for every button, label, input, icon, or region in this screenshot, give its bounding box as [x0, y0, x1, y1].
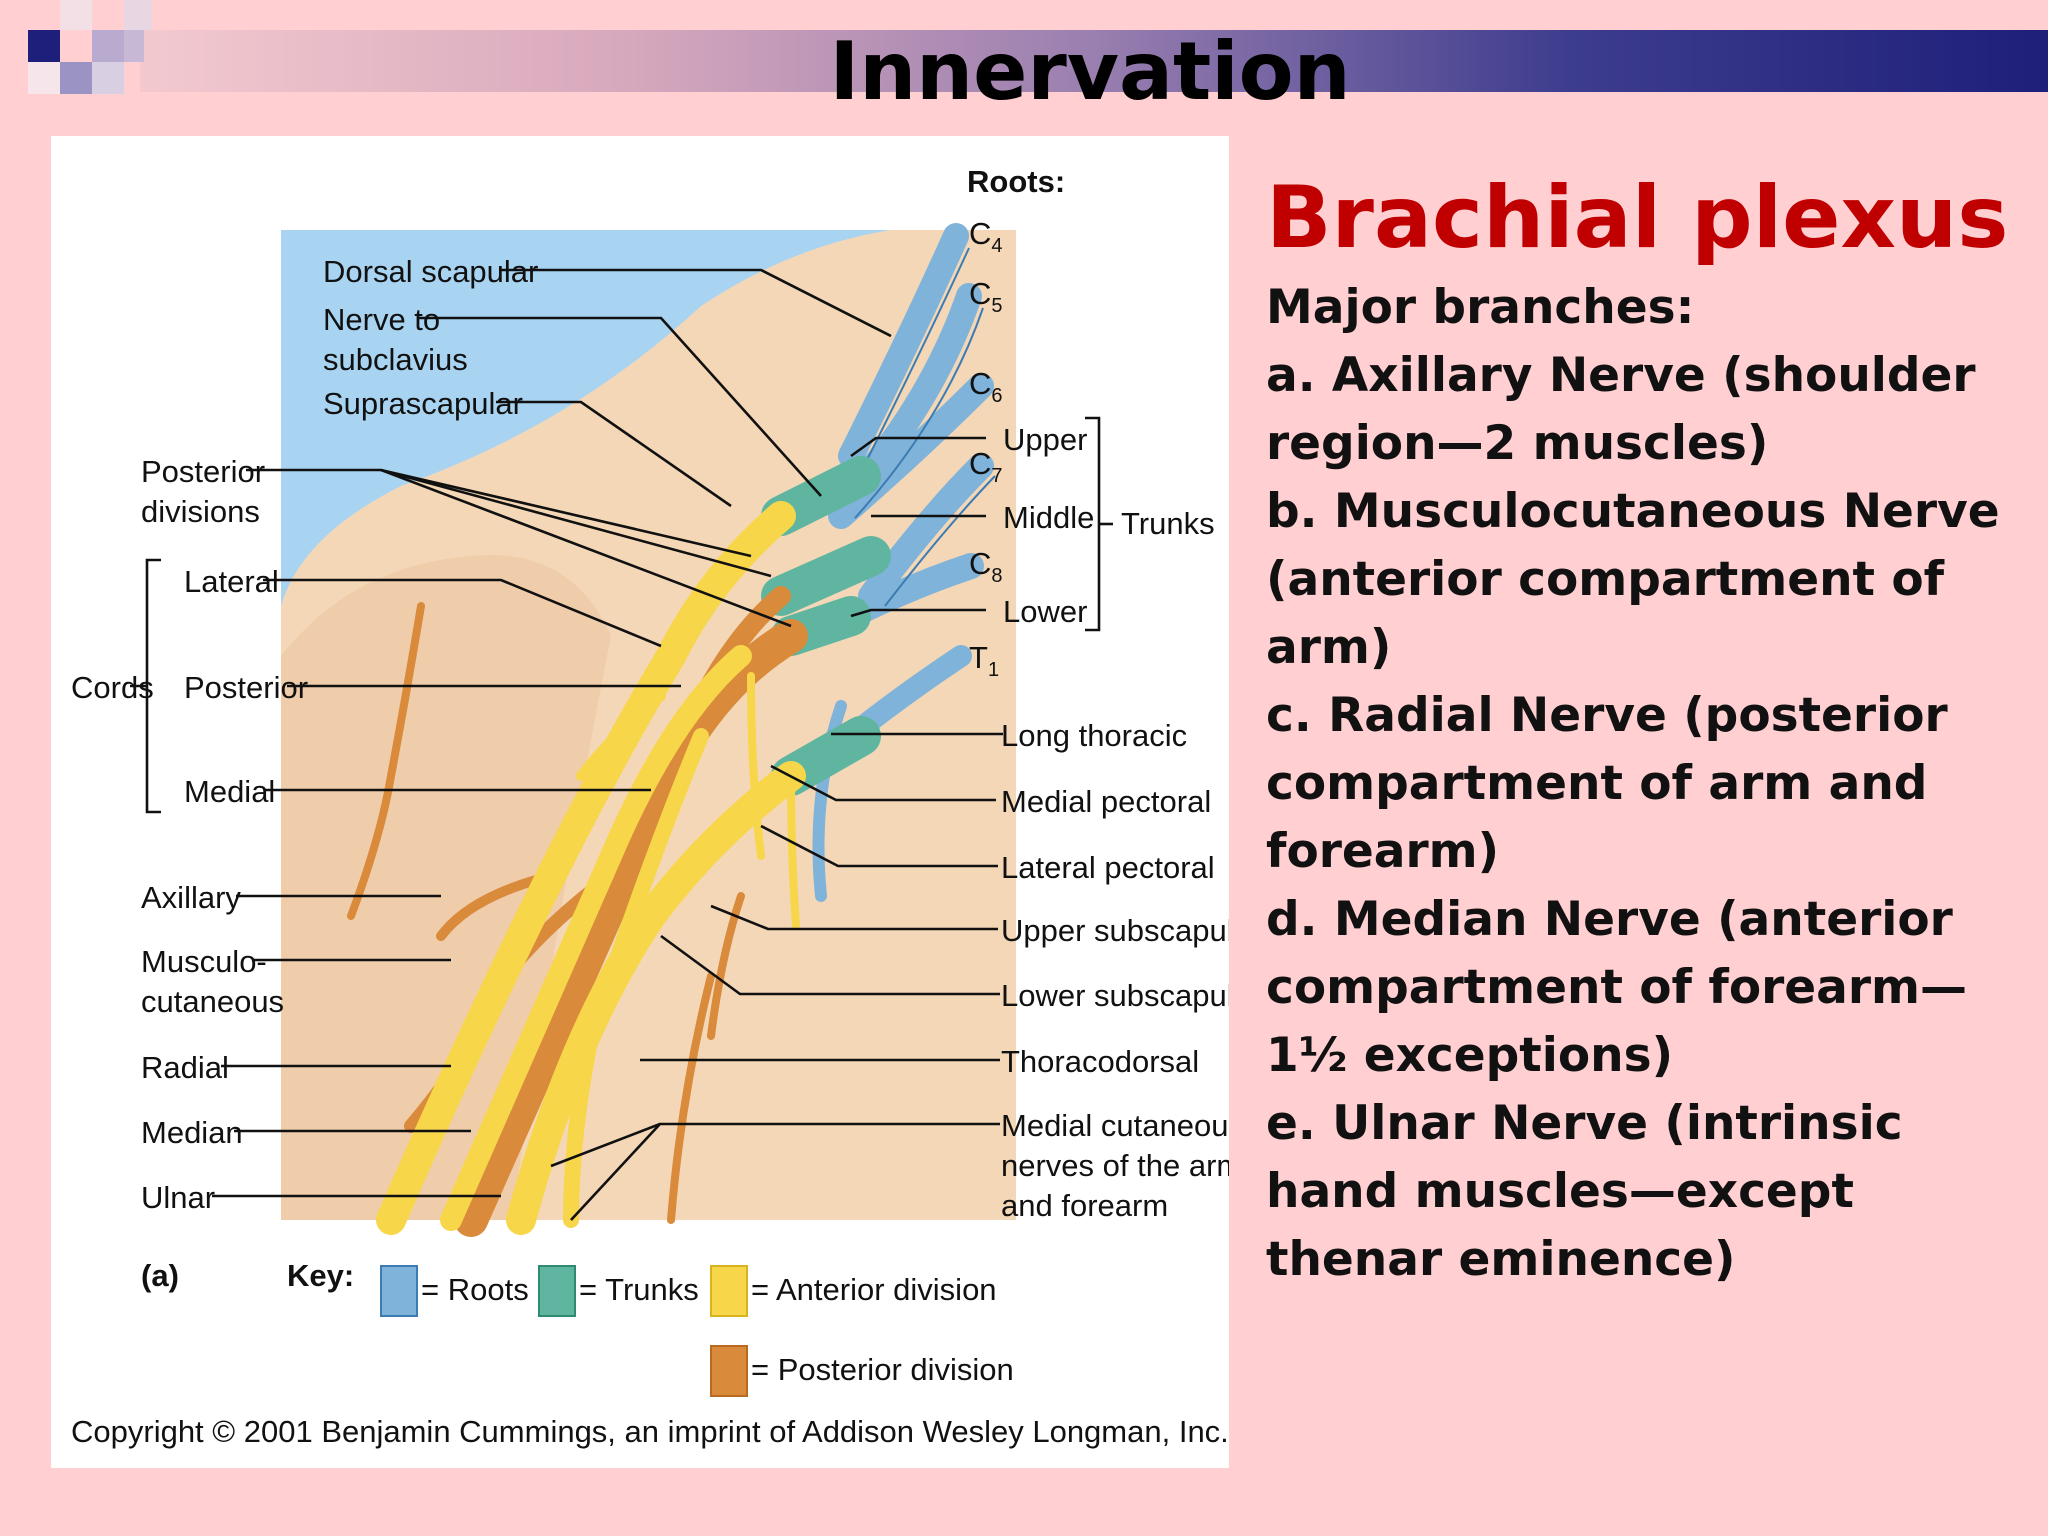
medial-pectoral-label: Medial pectoral — [1001, 784, 1211, 819]
nerve-to-subclavius-label-1: Nerve to — [323, 302, 440, 337]
root-label-c7: C7 — [969, 446, 1003, 487]
root-sub: 7 — [991, 465, 1002, 487]
title-band — [140, 30, 2048, 92]
medial-cutaneous-label-1: Medial cutaneous — [1001, 1108, 1229, 1143]
trunk-label-middle: Middle — [1003, 500, 1094, 535]
deco-square — [92, 30, 124, 62]
cord-label-lateral: Lateral — [184, 564, 279, 599]
nerve-to-subclavius-label-2: subclavius — [323, 342, 468, 377]
branch-item: d. Median Nerve (anterior compartment of… — [1266, 892, 1968, 1083]
deco-square — [124, 30, 144, 62]
root-sub: 5 — [991, 295, 1002, 317]
deco-square — [60, 62, 92, 94]
root-label-t1: T1 — [969, 640, 999, 681]
root-sub: 1 — [988, 659, 999, 681]
root-sub: 8 — [991, 565, 1002, 587]
root-base: C — [969, 366, 991, 401]
dorsal-scapular-label: Dorsal scapular — [323, 254, 538, 289]
branch-item: c. Radial Nerve (posterior compartment o… — [1266, 688, 1948, 879]
deco-square — [124, 0, 152, 30]
deco-square — [92, 62, 124, 94]
root-base: C — [969, 446, 991, 481]
median-label: Median — [141, 1115, 243, 1150]
radial-label: Radial — [141, 1050, 229, 1085]
root-base: C — [969, 276, 991, 311]
root-sub: 4 — [991, 235, 1002, 257]
heading: Brachial plexus — [1266, 168, 2009, 268]
key-trunks-label: = Trunks — [579, 1272, 699, 1307]
key-swatch-trunks — [538, 1265, 576, 1317]
lower-subscapular-label: Lower subscapular — [1001, 978, 1229, 1013]
copyright-text: Copyright © 2001 Benjamin Cummings, an i… — [71, 1414, 1229, 1449]
root-base: C — [969, 216, 991, 251]
posterior-divisions-label-1: Posterior — [141, 454, 265, 489]
root-base: T — [969, 640, 988, 675]
root-sub: 6 — [991, 385, 1002, 407]
trunks-label: Trunks — [1121, 506, 1215, 541]
root-label-c5: C5 — [969, 276, 1003, 317]
cord-label-medial: Medial — [184, 774, 275, 809]
leader-lines — [212, 268, 1003, 1221]
long-thoracic-label: Long thoracic — [1001, 718, 1187, 753]
cords-label: Cords — [71, 670, 154, 705]
text-column: Brachial plexus Major branches: a. Axill… — [1266, 168, 2036, 1294]
thoracodorsal-label: Thoracodorsal — [1001, 1044, 1199, 1079]
root-label-c6: C6 — [969, 366, 1003, 407]
key-swatch-posterior — [710, 1345, 748, 1397]
musculocutaneous-label-2: cutaneous — [141, 984, 284, 1019]
deco-square — [60, 0, 92, 30]
key-anterior-label: = Anterior division — [751, 1272, 997, 1307]
root-base: C — [969, 546, 991, 581]
branch-item: a. Axillary Nerve (shoulder region—2 mus… — [1266, 348, 1976, 471]
root-label-c4: C4 — [969, 216, 1003, 257]
medial-cutaneous-label-3: and forearm — [1001, 1188, 1168, 1223]
medial-cutaneous-label-2: nerves of the arm — [1001, 1148, 1229, 1183]
deco-square — [28, 30, 60, 62]
slide-title: Innervation — [829, 25, 1351, 118]
root-label-c8: C8 — [969, 546, 1003, 587]
brachial-plexus-figure: Roots: C4 C5 C6 C7 C8 T1 Upper Middle Lo… — [51, 136, 1229, 1468]
upper-subscapular-label: Upper subscapular — [1001, 913, 1229, 948]
root-labels: C4 C5 C6 C7 C8 T1 — [969, 216, 1003, 681]
suprascapular-label: Suprascapular — [323, 386, 523, 421]
trunk-label-upper: Upper — [1003, 422, 1087, 457]
subheading: Major branches: — [1266, 280, 1695, 335]
axillary-label: Axillary — [141, 880, 241, 915]
key-roots-label: = Roots — [421, 1272, 529, 1307]
branch-item: b. Musculocutaneous Nerve (anterior comp… — [1266, 484, 2000, 675]
brachial-plexus-diagram: Roots: C4 C5 C6 C7 C8 T1 Upper Middle Lo… — [71, 164, 1229, 1449]
ulnar-label: Ulnar — [141, 1180, 215, 1215]
roots-heading: Roots: — [967, 164, 1065, 199]
panel-label: (a) — [141, 1258, 179, 1293]
key-label: Key: — [287, 1258, 354, 1293]
lateral-pectoral-label: Lateral pectoral — [1001, 850, 1215, 885]
branch-item: e. Ulnar Nerve (intrinsic hand muscles—e… — [1266, 1096, 1903, 1287]
trunk-label-lower: Lower — [1003, 594, 1087, 629]
key-posterior-label: = Posterior division — [751, 1352, 1014, 1387]
musculocutaneous-label-1: Musculo- — [141, 944, 267, 979]
posterior-divisions-label-2: divisions — [141, 494, 260, 529]
cord-label-posterior: Posterior — [184, 670, 308, 705]
key-swatch-anterior — [710, 1265, 748, 1317]
deco-square — [28, 62, 60, 94]
key-swatch-roots — [380, 1265, 418, 1317]
brackets — [130, 416, 1113, 814]
